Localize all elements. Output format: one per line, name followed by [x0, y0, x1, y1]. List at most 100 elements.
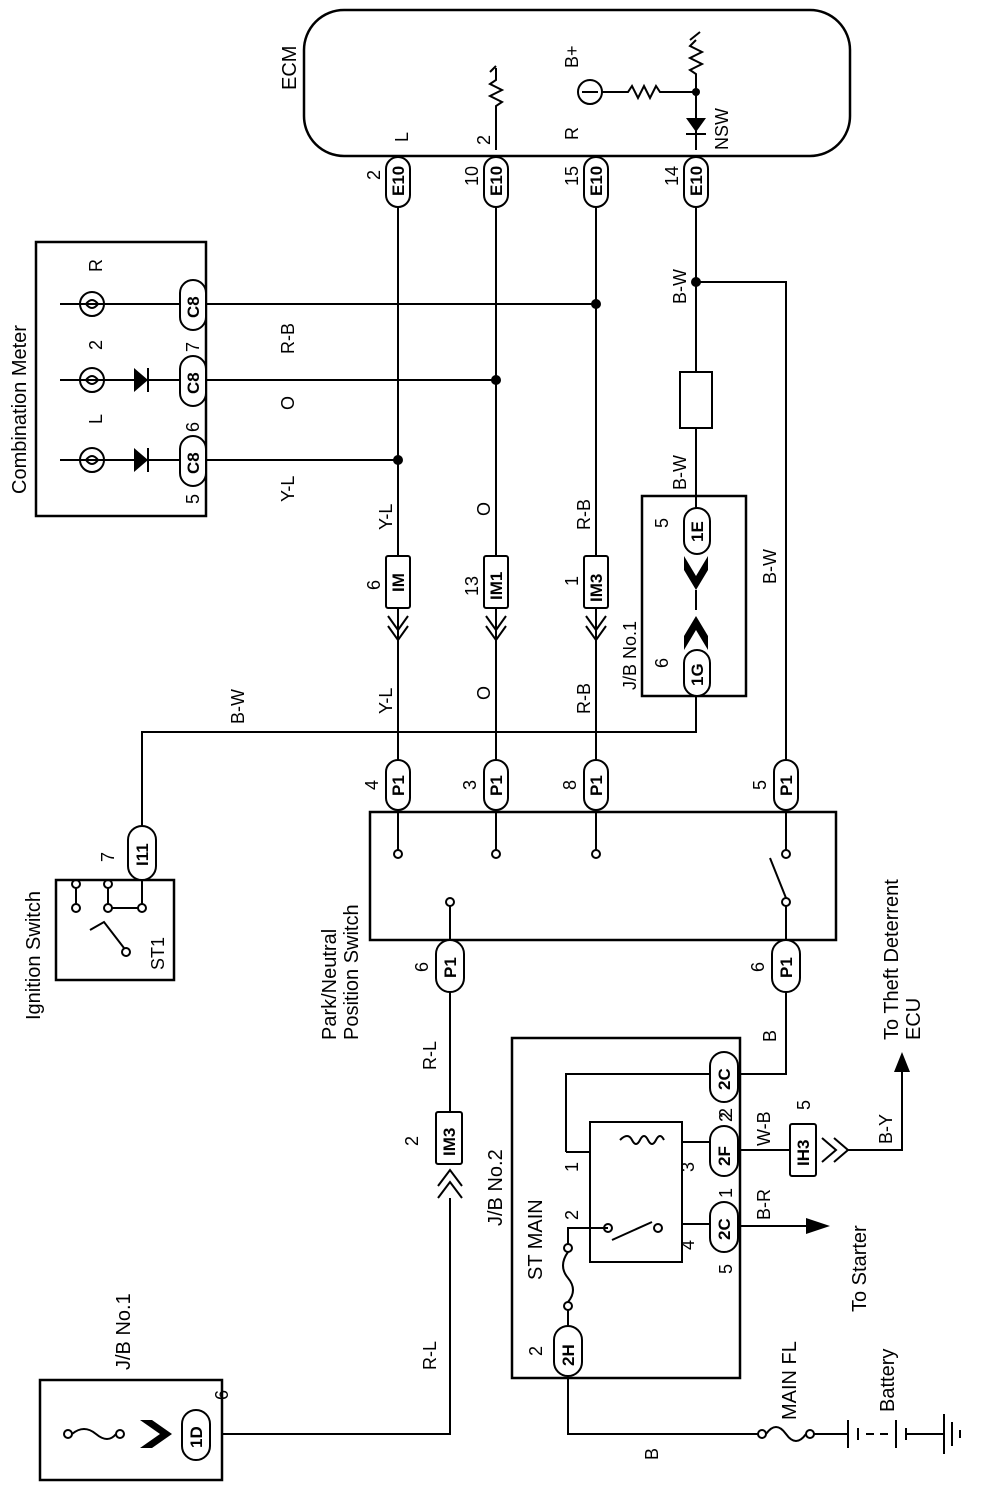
rl-wire: R-L IM3 2 R-L — [222, 992, 463, 1435]
meter-wires: R-B O Y-L — [206, 299, 601, 502]
e10-label: E10 — [487, 166, 506, 196]
wire-o-label: O — [474, 502, 494, 516]
c2c-label: 2C — [715, 1068, 734, 1090]
wire-b-label: B — [642, 1448, 662, 1460]
theft-wiring: W-B IH3 5 B-Y B-R To Starter — [738, 1052, 910, 1312]
wire-bw-label: B-W — [228, 689, 248, 724]
wire-bw-label: B-W — [760, 549, 780, 584]
st1-label: ST1 — [148, 937, 168, 970]
ih3-label: IH3 — [794, 1140, 813, 1166]
c8-pin-6: 6 — [183, 422, 203, 432]
to-theft-deterrent-label-2: ECU — [903, 998, 925, 1040]
wire-bw-label: B-W — [670, 455, 690, 490]
ecm-block: ECM L 2 R NSW B+ — [279, 8, 852, 158]
relay-pin-1: 1 — [562, 1162, 582, 1172]
lamp-R: R — [86, 259, 106, 272]
jb1-label: J/B No.1 — [620, 621, 640, 690]
wire-yl-label: Y-L — [376, 504, 396, 530]
c2c-pin-1: 1 — [716, 1188, 736, 1198]
ignition-switch: Ignition Switch I11 7 ST1 — [23, 825, 176, 1020]
c8-label: C8 — [184, 372, 203, 394]
c1g-label: 1G — [688, 663, 707, 686]
i11-label: I11 — [133, 843, 152, 866]
battery-label: Battery — [877, 1349, 899, 1412]
e10-pin-10: 10 — [462, 166, 482, 186]
ecm-pin-nsw: NSW — [712, 108, 732, 150]
ecm-wires: B-W B-W B-W Y-L O R-B — [376, 207, 787, 760]
im-label: IM — [389, 573, 408, 592]
relay-pin-2: 2 — [562, 1210, 582, 1220]
combination-meter-label: Combination Meter — [9, 325, 31, 494]
main-fl-label: MAIN FL — [779, 1341, 801, 1420]
e10-pin-15: 15 — [562, 166, 582, 186]
ecm-pin-2: 2 — [474, 135, 494, 145]
c8-pin-5: 5 — [183, 494, 203, 504]
wire-o-label: O — [278, 396, 298, 410]
wire-rl-label: R-L — [420, 1341, 440, 1370]
battery-circuit: B MAIN FL Battery — [567, 1341, 961, 1460]
im1-pin-13: 13 — [462, 576, 482, 596]
c1d-pin-6: 6 — [212, 1390, 232, 1400]
c8-label: C8 — [184, 296, 203, 318]
wire-rb-label: R-B — [278, 323, 298, 354]
wire-b-label: B — [760, 1030, 780, 1042]
c2h-label: 2H — [559, 1344, 578, 1366]
wire-by-label: B-Y — [876, 1114, 896, 1144]
wire-wb-label: W-B — [754, 1111, 774, 1146]
im3-pin-1: 1 — [562, 576, 582, 586]
jb1-middle: J/B No.1 1E 5 1G 6 — [620, 494, 748, 698]
p1-label: P1 — [441, 957, 460, 978]
im3-label: IM3 — [587, 574, 606, 602]
p1-pin-8: 8 — [560, 780, 580, 790]
c2c-pin-5: 5 — [716, 1264, 736, 1274]
p1-label: P1 — [587, 775, 606, 796]
i11-pin-7: 7 — [98, 852, 118, 862]
c1d-label: 1D — [187, 1426, 206, 1448]
e10-connectors: E10 2 E10 10 E10 15 E10 14 — [364, 156, 709, 208]
wire-o-label: O — [474, 686, 494, 700]
ecm-bplus: B+ — [562, 45, 582, 68]
p1-pin-6: 6 — [412, 962, 432, 972]
park-neutral-switch: Park/Neutral Position Switch P1 4 P1 3 P… — [319, 759, 838, 1040]
c8-pin-7: 7 — [183, 342, 203, 352]
c2f-label: 2F — [715, 1146, 734, 1166]
c2c-pin-2: 2 — [716, 1108, 736, 1118]
ecm-pin-L: L — [392, 132, 412, 142]
lamp-L: L — [86, 414, 106, 424]
c2c-label: 2C — [715, 1218, 734, 1240]
combination-meter: Combination Meter L 2 R C8 C8 C8 5 6 7 — [9, 240, 208, 518]
e10-pin-2: 2 — [364, 170, 384, 180]
e10-label: E10 — [389, 166, 408, 196]
ignition-switch-label: Ignition Switch — [23, 891, 45, 1020]
relay-pin-3: 3 — [678, 1162, 698, 1172]
wire-bw-label: B-W — [670, 269, 690, 304]
ecm-pin-R: R — [562, 127, 582, 140]
to-theft-deterrent-label-1: To Theft Deterrent — [881, 879, 903, 1040]
p1-pin-3: 3 — [460, 780, 480, 790]
p1-label: P1 — [389, 775, 408, 796]
st-main-label: ST MAIN — [525, 1199, 547, 1280]
jb1-bottom-label: J/B No.1 — [113, 1293, 135, 1370]
e10-pin-14: 14 — [662, 166, 682, 186]
e10-label: E10 — [687, 166, 706, 196]
p1-pin-6: 6 — [748, 962, 768, 972]
im3-pin-2: 2 — [402, 1136, 422, 1146]
pn-switch-label-1: Park/Neutral — [319, 929, 341, 1040]
p1-pin-5: 5 — [750, 780, 770, 790]
pn-switch-label-2: Position Switch — [341, 904, 363, 1040]
p1-pin-4: 4 — [362, 780, 382, 790]
wire-rb-label: R-B — [574, 683, 594, 714]
jb2: J/B No.2 ST MAIN 2H 2 1 2 3 4 2C 2 2F 2 … — [485, 1036, 742, 1380]
jb2-label: J/B No.2 — [485, 1149, 507, 1226]
ecm-label: ECM — [279, 46, 301, 90]
jb1-bottom: J/B No.1 1D 6 — [38, 1293, 232, 1482]
im1-label: IM1 — [487, 572, 506, 600]
b-wire-p1: B — [738, 992, 787, 1075]
to-starter-label: To Starter — [849, 1225, 871, 1312]
c2f-pin-2: 2 — [716, 1112, 736, 1122]
im-pin-6: 6 — [364, 580, 384, 590]
c1g-pin-6: 6 — [652, 658, 672, 668]
ih3-pin-5: 5 — [794, 1100, 814, 1110]
bw-ignition-wire: B-W — [141, 689, 697, 826]
